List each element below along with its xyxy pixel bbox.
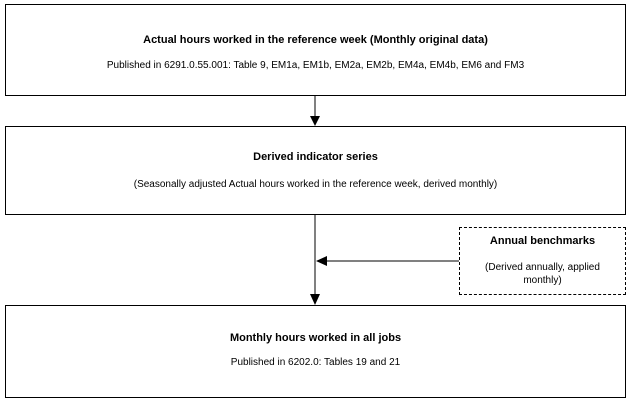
arrow-derived-to-final [310,215,320,305]
arrow-benchmarks-to-flow [316,256,459,266]
derived-indicator-description: (Seasonally adjusted Actual hours worked… [133,179,498,190]
derived-indicator-box: Derived indicator series (Seasonally adj… [5,126,626,215]
source-data-title: Actual hours worked in the reference wee… [143,34,488,46]
source-data-box: Actual hours worked in the reference wee… [5,4,626,96]
monthly-hours-box: Monthly hours worked in all jobs Publish… [5,305,626,398]
annual-benchmarks-box: Annual benchmarks (Derived annually, app… [459,227,626,295]
monthly-hours-title: Monthly hours worked in all jobs [229,332,402,344]
derived-indicator-title: Derived indicator series [253,151,378,163]
source-data-publication: Published in 6291.0.55.001: Table 9, EM1… [106,60,525,71]
annual-benchmarks-description: (Derived annually, applied monthly) [485,262,600,286]
monthly-hours-publication: Published in 6202.0: Tables 19 and 21 [230,357,401,368]
annual-benchmarks-title: Annual benchmarks [489,235,596,247]
arrow-source-to-derived [310,96,320,126]
